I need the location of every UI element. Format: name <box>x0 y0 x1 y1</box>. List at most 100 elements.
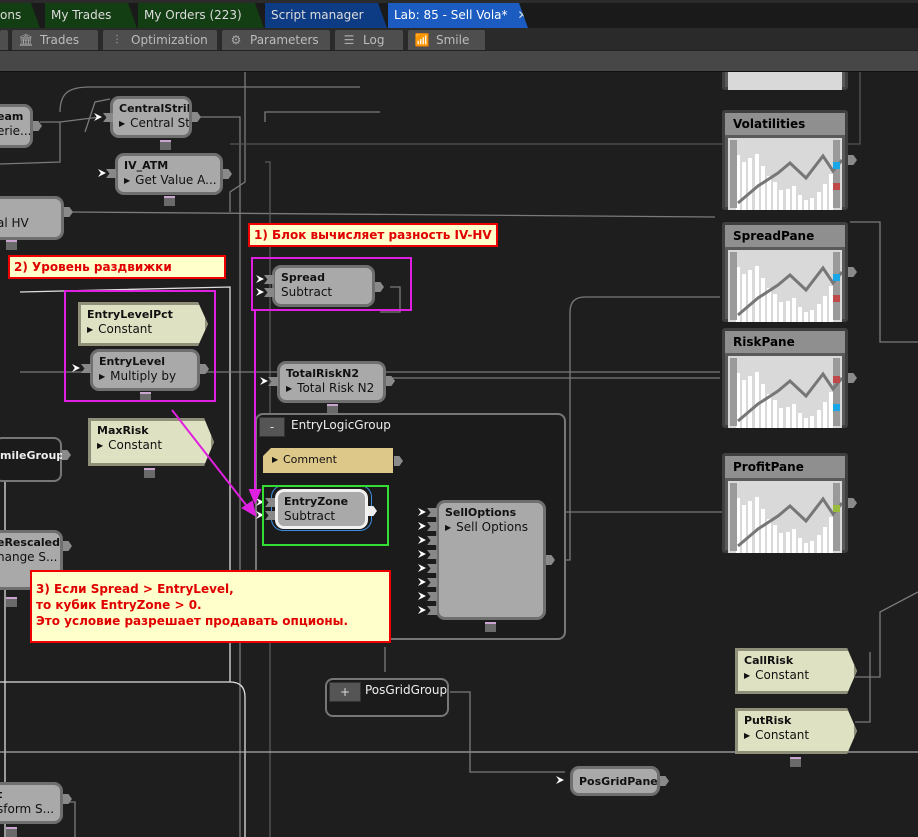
pane-partial[interactable] <box>722 72 848 90</box>
tab-script-manager[interactable]: Script manager <box>265 3 387 28</box>
input-port[interactable] <box>427 550 437 559</box>
node-call-risk[interactable]: CallRiskConstant <box>735 648 857 694</box>
tab-partial[interactable]: ons <box>0 3 40 28</box>
output-port[interactable] <box>848 498 857 508</box>
output-port[interactable] <box>192 112 201 122</box>
close-icon[interactable]: ✕ <box>517 8 528 22</box>
output-port[interactable] <box>848 155 857 165</box>
chart-bar <box>810 198 815 210</box>
output-port[interactable] <box>223 169 232 179</box>
node-iv-atm[interactable]: IV_ATMGet Value A... <box>115 153 223 195</box>
node-menu-icon[interactable] <box>6 827 17 837</box>
subtab-smile[interactable]: 📶Smile <box>408 30 485 50</box>
pane-3[interactable]: ProfitPane <box>722 453 848 553</box>
chart-bar <box>810 541 815 553</box>
pane-2[interactable]: RiskPane <box>722 328 848 428</box>
input-arrow-icon <box>256 498 264 506</box>
chart-bar <box>754 154 759 210</box>
node-sell-options[interactable]: SellOptionsSell Options <box>436 500 546 620</box>
output-port[interactable] <box>848 373 857 383</box>
node-menu-icon[interactable] <box>327 404 338 414</box>
input-port[interactable] <box>427 564 437 573</box>
input-port[interactable] <box>264 288 274 297</box>
input-port[interactable] <box>264 275 274 284</box>
node-title: IV_ATM <box>124 159 169 172</box>
marker-1 <box>833 162 840 169</box>
node-menu-icon[interactable] <box>6 240 17 250</box>
node-transform[interactable]: tsform S... <box>0 782 63 824</box>
node-menu-icon[interactable] <box>140 392 151 402</box>
node-total-risk-n2[interactable]: TotalRiskN2Total Risk N2 <box>277 361 386 403</box>
output-port[interactable] <box>64 207 73 217</box>
tab-lab-sell-vola[interactable]: Lab: 85 - Sell Vola*✕ <box>388 3 528 28</box>
input-port[interactable] <box>103 113 113 122</box>
output-port[interactable] <box>368 506 377 516</box>
pane-title: ProfitPane <box>725 456 845 478</box>
annotation-note-3: 3) Если Spread > EntryLevel, то кубик En… <box>30 570 391 643</box>
node-menu-icon[interactable] <box>6 597 17 607</box>
output-port[interactable] <box>33 121 42 131</box>
chart-bar <box>742 505 747 553</box>
tab-my-trades[interactable]: My Trades <box>45 3 137 28</box>
output-port[interactable] <box>63 541 72 551</box>
subtab-optimization[interactable]: ⫶Optimization <box>103 30 217 50</box>
input-arrow-icon <box>260 377 268 385</box>
output-port[interactable] <box>386 376 395 386</box>
chart-bar <box>816 304 821 322</box>
subtab-parameters[interactable]: ⚙Parameters <box>222 30 330 50</box>
node-menu-icon[interactable] <box>485 622 496 632</box>
node-menu-icon[interactable] <box>144 468 155 478</box>
group-pos-grid[interactable]: + PosGridGroup <box>325 678 449 717</box>
output-port[interactable] <box>63 794 72 804</box>
chart-bar <box>748 376 753 428</box>
output-port[interactable] <box>62 450 71 460</box>
group-title: EntryLogicGroup <box>291 418 391 432</box>
input-port[interactable] <box>81 364 91 373</box>
expand-group-button[interactable]: + <box>329 682 361 702</box>
node-title: EntryZone <box>284 495 349 508</box>
input-port[interactable] <box>427 606 437 615</box>
input-port[interactable] <box>427 522 437 531</box>
output-port[interactable] <box>660 776 669 786</box>
subtab-trades[interactable]: 🏛Trades <box>12 30 98 50</box>
subtab-log[interactable]: ☰Log <box>335 30 403 50</box>
output-port[interactable] <box>546 555 555 565</box>
input-port[interactable] <box>265 498 275 507</box>
collapse-group-button[interactable]: - <box>259 417 285 437</box>
input-port[interactable] <box>106 169 116 178</box>
node-menu-icon[interactable] <box>164 196 175 206</box>
group-smile[interactable]: mileGroup <box>0 437 64 482</box>
input-port[interactable] <box>427 536 437 545</box>
input-port[interactable] <box>268 377 278 386</box>
line-chart <box>737 265 842 317</box>
input-port[interactable] <box>265 511 275 520</box>
node-title: TotalRiskN2 <box>286 367 360 380</box>
output-port[interactable] <box>848 267 857 277</box>
pane-1[interactable]: SpreadPane <box>722 222 848 322</box>
node-stream[interactable]: eamerie... <box>0 104 33 148</box>
output-port[interactable] <box>375 282 384 292</box>
chart-bar <box>736 155 740 210</box>
node-hv[interactable]: al HV <box>0 196 64 240</box>
node-menu-icon[interactable] <box>790 757 801 767</box>
output-port[interactable] <box>200 364 209 374</box>
chart-bar <box>773 294 778 322</box>
node-pos-grid-pane[interactable]: PosGridPane <box>570 766 660 796</box>
output-port[interactable] <box>394 456 403 466</box>
input-port[interactable] <box>427 508 437 517</box>
subtab-label: Trades <box>40 33 80 47</box>
input-port[interactable] <box>427 578 437 587</box>
node-menu-icon[interactable] <box>160 140 171 150</box>
subtab-partial[interactable] <box>0 30 8 50</box>
node-put-risk[interactable]: PutRiskConstant <box>735 708 857 754</box>
node-comment[interactable]: Comment <box>263 448 393 473</box>
tab-my-orders[interactable]: My Orders (223) <box>138 3 264 28</box>
node-entry-level-pct[interactable]: EntryLevelPctConstant <box>78 302 208 346</box>
node-max-risk[interactable]: MaxRiskConstant <box>88 418 214 466</box>
node-entry-level[interactable]: EntryLevelMultiply by <box>90 349 200 391</box>
pane-0[interactable]: Volatilities <box>722 110 848 210</box>
input-port[interactable] <box>427 592 437 601</box>
